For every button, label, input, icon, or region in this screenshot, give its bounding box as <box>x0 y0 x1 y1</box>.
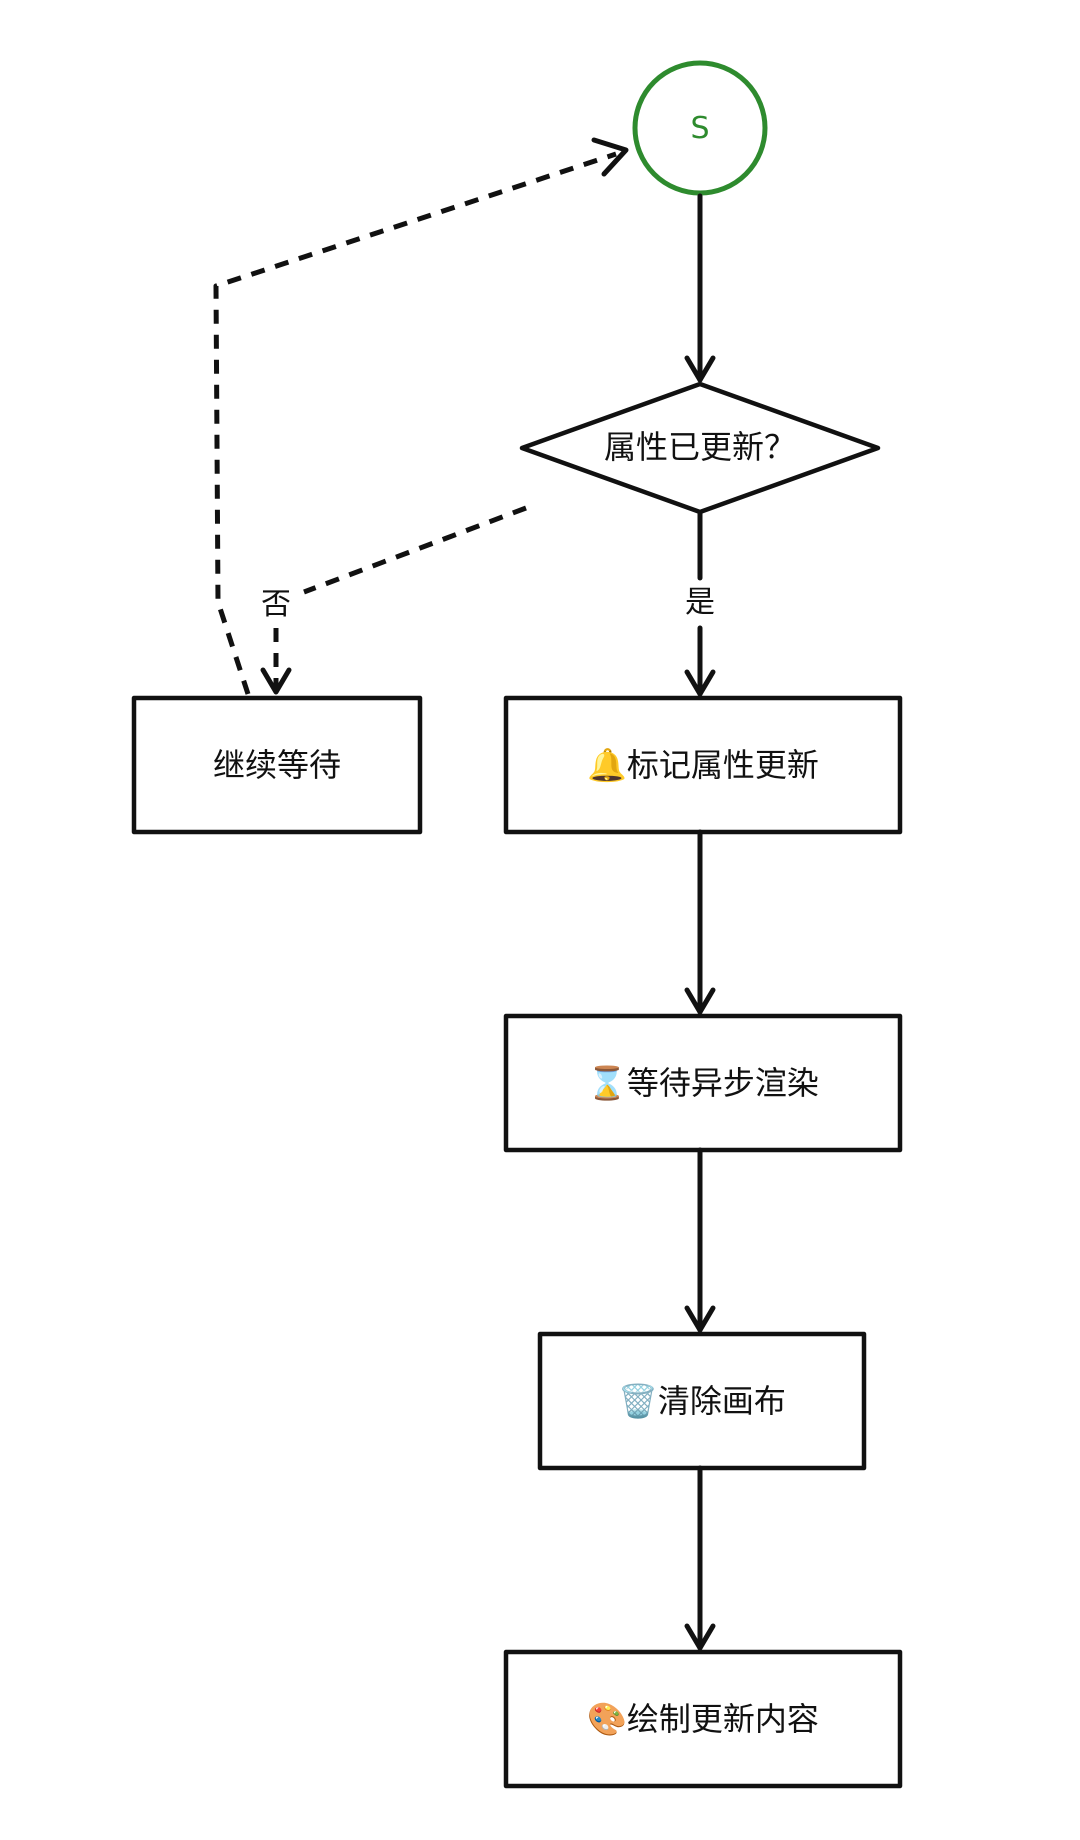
edge-no-label: 否 <box>261 587 291 622</box>
bell-icon: 🔔 <box>587 746 627 784</box>
mark-update-label: 标记属性更新 <box>627 746 819 784</box>
draw-content-label: 绘制更新内容 <box>627 1700 819 1738</box>
keep-waiting-node <box>131 695 423 835</box>
mark-update-node <box>503 695 903 835</box>
arrowhead-loop-start <box>591 137 629 177</box>
start-node <box>632 60 768 196</box>
arrowhead-wait-render <box>684 987 716 1015</box>
arrowhead-keep-waiting <box>260 667 292 695</box>
hourglass-icon: ⌛ <box>587 1064 627 1102</box>
keep-waiting-label: 继续等待 <box>213 746 341 784</box>
trash-icon: 🗑️ <box>618 1382 658 1420</box>
edge-yes-label: 是 <box>685 585 715 620</box>
draw-content-text: 🎨绘制更新内容 <box>587 1700 819 1738</box>
edge-loop-back <box>213 151 617 695</box>
palette-icon: 🎨 <box>587 1700 627 1738</box>
arrowhead-draw-content <box>684 1623 716 1651</box>
arrowhead-mark <box>684 669 716 697</box>
edge-no <box>303 505 527 595</box>
decision-node-label: 属性已更新？ <box>604 428 796 466</box>
mark-update-text: 🔔标记属性更新 <box>587 746 819 784</box>
clear-canvas-node <box>537 1331 867 1471</box>
arrowhead-clear-canvas <box>684 1305 716 1333</box>
wait-render-text: ⌛等待异步渲染 <box>587 1064 819 1102</box>
draw-content-node <box>503 1649 903 1789</box>
wait-render-node <box>503 1013 903 1153</box>
clear-canvas-text: 🗑️清除画布 <box>618 1382 786 1420</box>
arrowhead-decision <box>684 355 716 383</box>
wait-render-label: 等待异步渲染 <box>627 1064 819 1102</box>
clear-canvas-label: 清除画布 <box>658 1382 786 1420</box>
start-node-label: S <box>690 111 709 146</box>
